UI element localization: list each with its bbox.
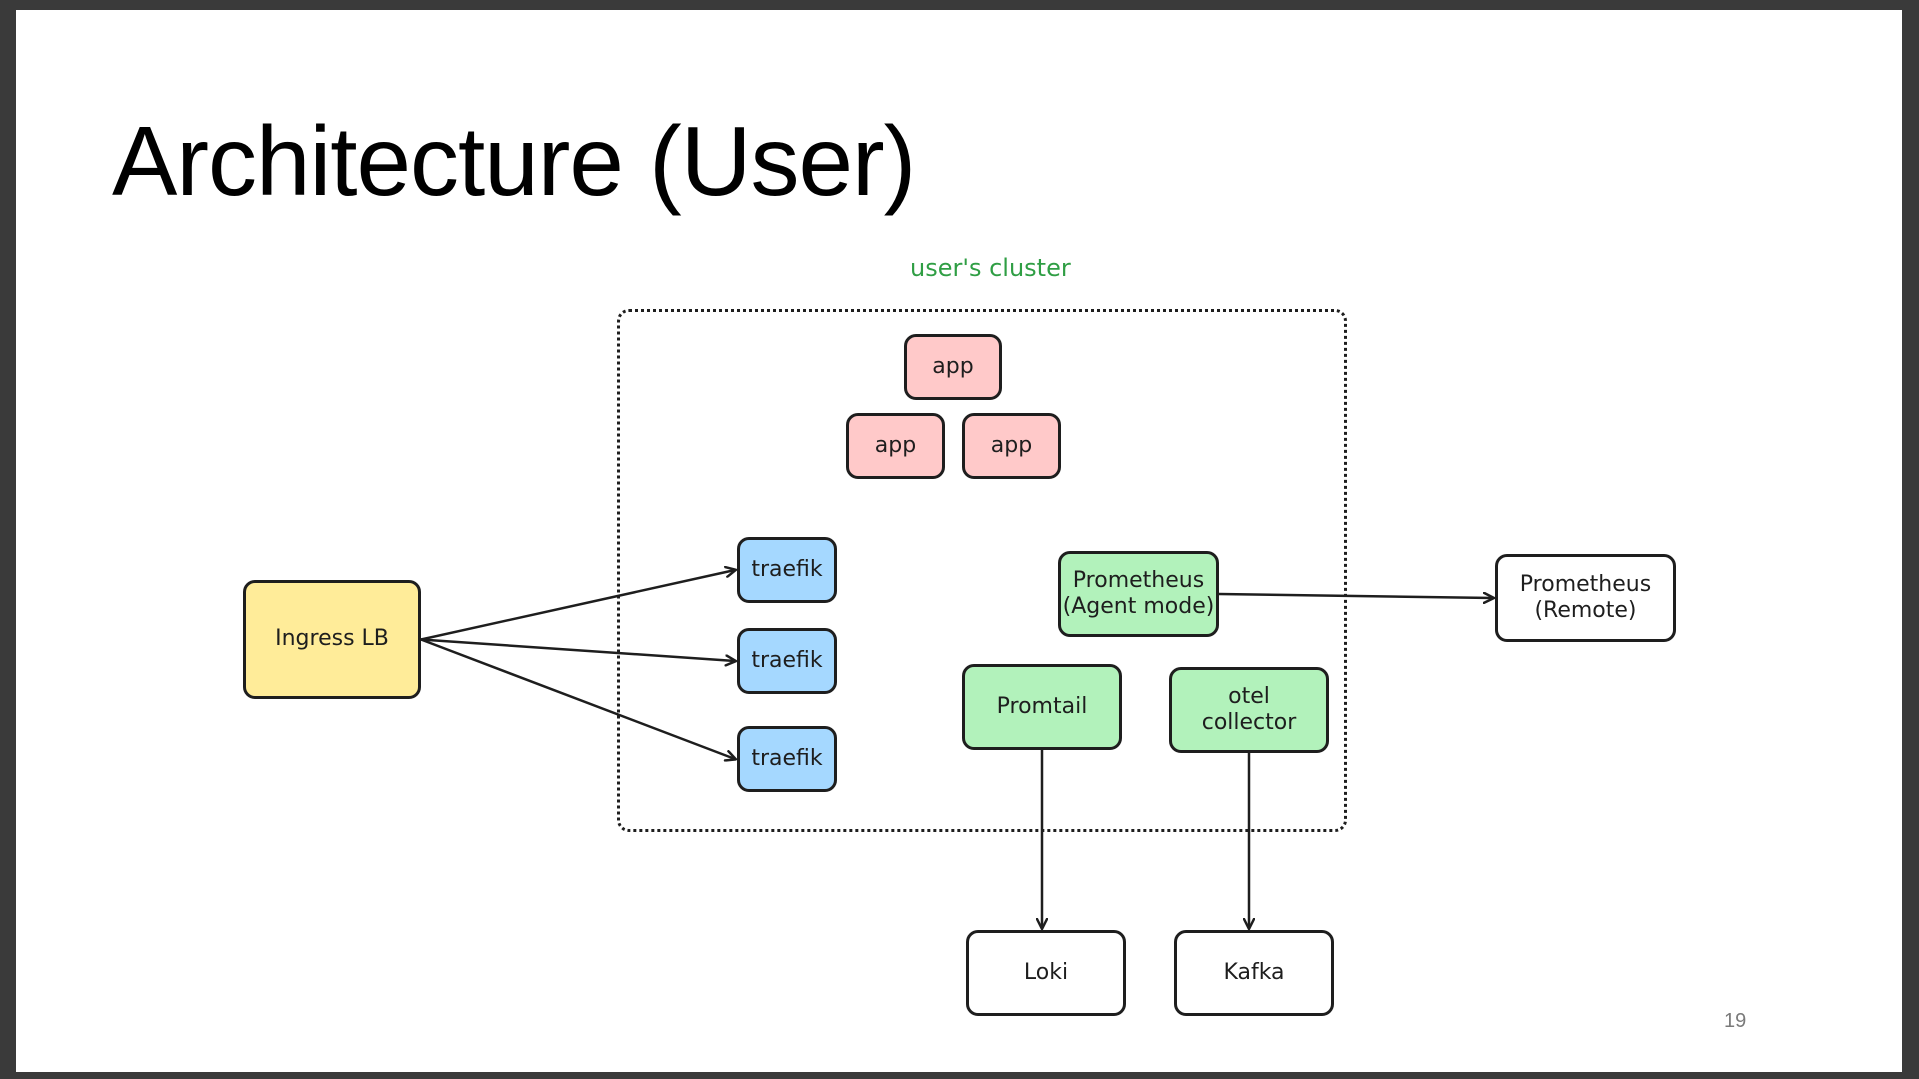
users-cluster-boundary — [617, 309, 1347, 832]
slide — [16, 10, 1902, 1072]
slide-title: Architecture (User) — [112, 106, 916, 216]
promtail-node: Promtail — [962, 664, 1122, 750]
arrow-ingress-lb-to-traefik-3 — [419, 638, 735, 760]
page-number: 19 — [1724, 1010, 1747, 1032]
app-node-top: app — [904, 334, 1002, 400]
traefik-node-1: traefik — [737, 537, 837, 603]
arrow-prometheus-agent-to-prometheus-remote — [1217, 594, 1493, 598]
app-node-left: app — [846, 413, 945, 479]
kafka-node: Kafka — [1174, 930, 1334, 1016]
traefik-node-2: traefik — [737, 628, 837, 694]
traefik-node-3: traefik — [737, 726, 837, 792]
app-node-right: app — [962, 413, 1061, 479]
prometheus-remote-node: Prometheus (Remote) — [1495, 554, 1676, 642]
otel-collector-node: otel collector — [1169, 667, 1329, 753]
arrow-ingress-lb-to-traefik-2 — [419, 638, 735, 662]
arrow-ingress-lb-to-traefik-1 — [419, 570, 735, 641]
prometheus-agent-node: Prometheus (Agent mode) — [1058, 551, 1219, 637]
ingress-lb-node: Ingress LB — [243, 580, 421, 699]
loki-node: Loki — [966, 930, 1126, 1016]
cluster-label: user's cluster — [910, 254, 1071, 282]
